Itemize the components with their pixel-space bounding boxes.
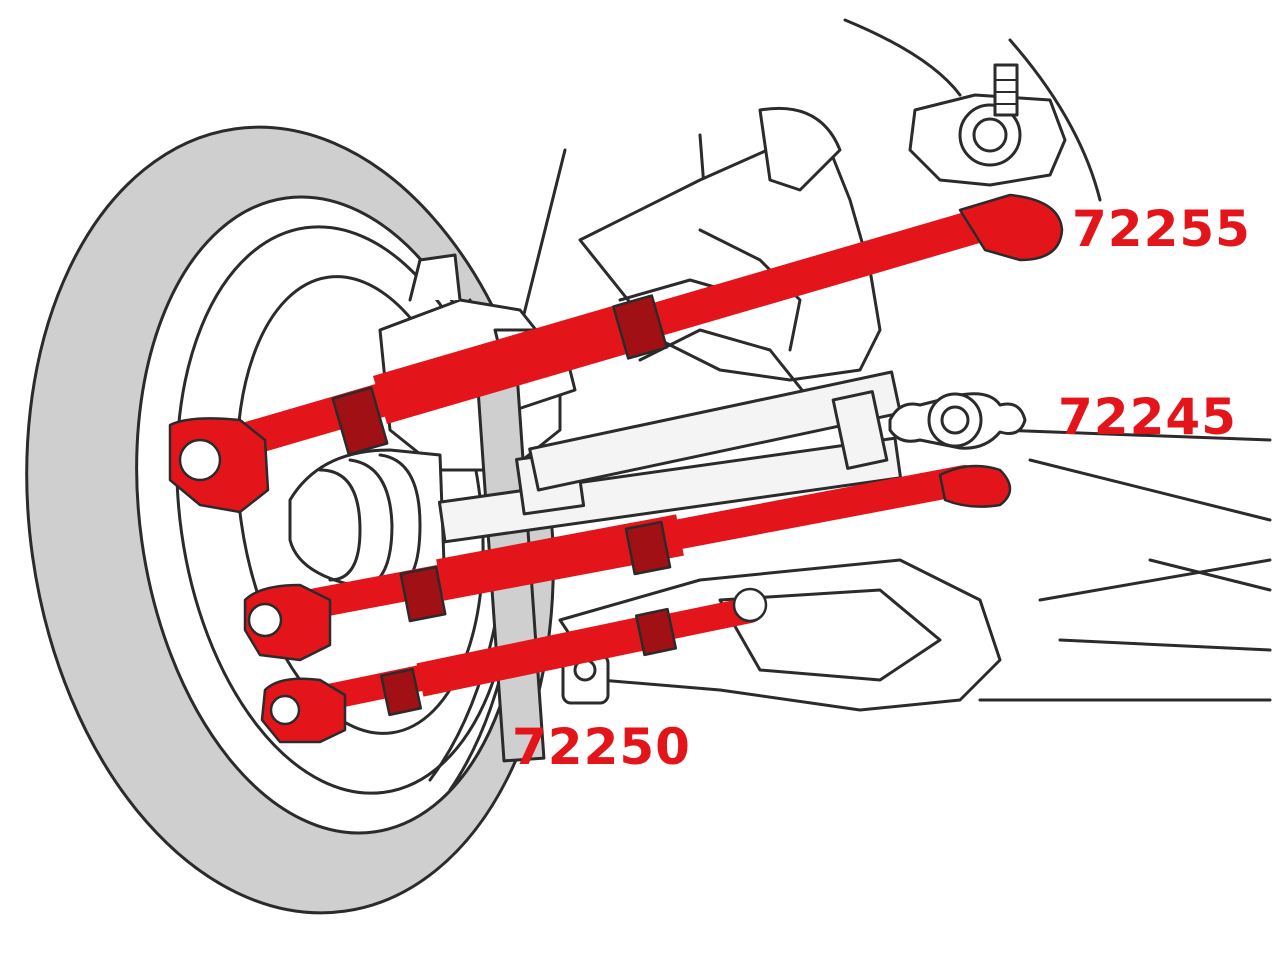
upper-arm-72255 bbox=[168, 193, 1064, 514]
frame-line-2 bbox=[1028, 458, 1272, 522]
body-outline-right bbox=[1008, 38, 1102, 202]
frame-line-3 bbox=[1148, 558, 1272, 592]
shock-line-1 bbox=[518, 148, 567, 332]
lower-control-arm bbox=[558, 558, 1272, 712]
frame-line-4 bbox=[1058, 638, 1272, 652]
body-outline-top bbox=[843, 18, 962, 97]
part-label-72250: 72250 bbox=[512, 718, 691, 776]
frame-line bbox=[998, 428, 1272, 442]
lower-link-bushing bbox=[561, 653, 610, 705]
part-label-72255: 72255 bbox=[1072, 200, 1251, 258]
middle-mount bbox=[888, 392, 1027, 450]
part-label-72245: 72245 bbox=[1058, 388, 1237, 446]
cv-axle bbox=[288, 436, 903, 592]
grey-link bbox=[528, 370, 902, 492]
top-bracket bbox=[908, 63, 1067, 187]
lower-arm-72250 bbox=[260, 587, 768, 744]
middle-arm-72245 bbox=[243, 464, 1012, 662]
